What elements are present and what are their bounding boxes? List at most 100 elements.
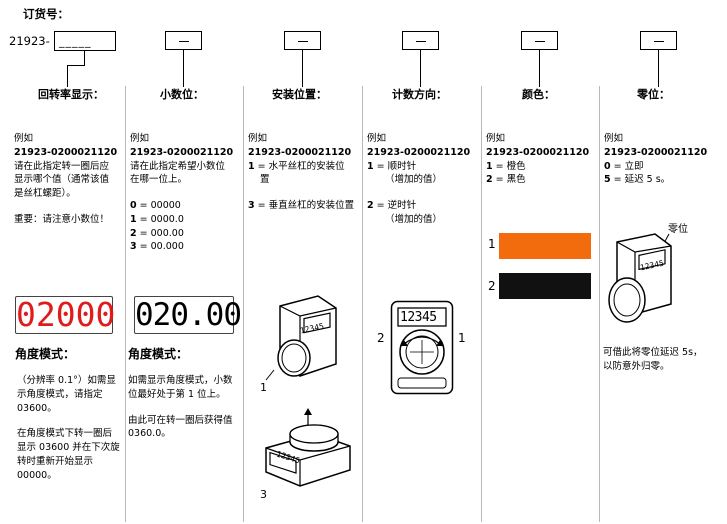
callout-direction-left: 2 <box>377 331 385 345</box>
connector-main <box>84 51 86 66</box>
option-item: 1 = 0000.0 <box>130 213 184 225</box>
option-item-cont: 置 <box>260 174 270 186</box>
description-line: （分辨率 0.1°）如需显 <box>17 375 116 386</box>
column-divider <box>599 86 600 522</box>
option-item-cont: （增加的值） <box>385 213 443 225</box>
zero-delay-text: 可借此将零位延迟 5s， 以防意外归零。 <box>603 346 703 374</box>
description-line: 位最好处于第 1 位上。 <box>128 388 226 400</box>
box-dash <box>534 41 545 43</box>
option-item: 2 = 逆时针 <box>367 200 417 212</box>
description-line: 如需显示角度模式，小数 <box>128 375 233 386</box>
description-line: 是丝杠螺距）。 <box>14 188 76 200</box>
option-item: 3 = 垂直丝杠的安装位置 <box>248 200 355 212</box>
description-line: 以防意外归零。 <box>603 360 670 372</box>
column-divider <box>125 86 126 522</box>
device-zero-illustration <box>608 233 672 323</box>
swatch-2-label: 2 <box>488 279 496 293</box>
description-line: 03600。 <box>17 402 57 414</box>
heading-direction: 计数方向： <box>392 88 447 101</box>
option-item: 5 = 延迟 5 s。 <box>604 174 671 186</box>
order-label: 订货号： <box>23 7 69 21</box>
description-line: 转时重新开始显示 <box>17 455 94 467</box>
description-line: 00000。 <box>17 469 57 481</box>
heading-mounting: 安装位置： <box>272 88 327 101</box>
swatch-orange <box>499 233 591 259</box>
heading-zero: 零位： <box>637 88 670 101</box>
example-code: 21923-0200021120 <box>367 146 471 158</box>
angle-mode-text: 如需显示角度模式，小数 位最好处于第 1 位上。 由此可在转一圈后获得值 036… <box>128 374 233 441</box>
order-number-placeholder: _____ <box>59 35 92 48</box>
option-item: 0 = 立即 <box>604 160 644 172</box>
description-line: 由此可在转一圈后获得值 <box>128 414 233 426</box>
callout-3: 3 <box>260 488 267 501</box>
device-direction-illustration <box>390 300 454 395</box>
important-note: 重要：请注意小数位！ <box>14 213 110 225</box>
description-line: 在哪一位上。 <box>130 174 188 186</box>
column-rotation-display: 例如 21923-0200021120 请在此指定转一圈后应 显示哪个值（通常该… <box>14 132 117 227</box>
example-code: 21923-0200021120 <box>486 146 590 158</box>
angle-mode-title: 角度模式： <box>15 347 76 361</box>
option-box-direction <box>402 31 439 50</box>
option-item: 1 = 顺时针 <box>367 160 417 172</box>
description-line: 请在此指定希望小数位 <box>130 160 226 172</box>
box-dash <box>415 41 426 43</box>
example-label: 例如 <box>248 133 268 144</box>
option-item: 2 = 000.00 <box>130 227 184 239</box>
example-label: 例如 <box>486 133 506 144</box>
option-item-cont: （增加的值） <box>385 174 443 186</box>
connector-down <box>67 65 69 87</box>
option-box-zero-stem <box>658 50 660 87</box>
callout-direction-right: 1 <box>458 331 466 345</box>
order-prefix: 21923- <box>9 34 50 48</box>
angle-mode-title: 角度模式： <box>128 347 189 361</box>
option-box-decimals <box>165 31 202 50</box>
callout-zero: 零位 <box>668 224 688 235</box>
swatch-1-label: 1 <box>488 237 496 251</box>
box-dash <box>653 41 664 43</box>
box-dash <box>178 41 189 43</box>
column-mounting: 例如 21923-0200021120 1 = 水平丝杠的安装位 置 3 = 垂… <box>248 132 354 213</box>
order-number-box: _____ <box>54 31 116 51</box>
heading-rotation-display: 回转率显示： <box>38 88 104 101</box>
example-label: 例如 <box>604 133 624 144</box>
example-code: 21923-0200021120 <box>248 146 352 158</box>
display-decimals-example: 020.00 <box>134 296 242 334</box>
display-value: 020.00 <box>135 297 242 333</box>
option-box-zero <box>640 31 677 50</box>
option-box-color-stem <box>539 50 541 87</box>
description-line: 请在此指定转一圈后应 <box>14 160 110 172</box>
example-label: 例如 <box>14 133 34 144</box>
example-label: 例如 <box>130 133 150 144</box>
connector-bar <box>67 65 85 67</box>
device-horizontal-illustration <box>265 295 337 381</box>
angle-mode-text: （分辨率 0.1°）如需显 示角度模式，请指定 03600。 在角度模式下转一圈… <box>17 374 120 482</box>
box-dash <box>297 41 308 43</box>
option-box-direction-stem <box>420 50 422 87</box>
option-item: 1 = 水平丝杠的安装位 <box>248 160 345 172</box>
example-label: 例如 <box>367 133 387 144</box>
option-box-color <box>521 31 558 50</box>
column-zero: 例如 21923-0200021120 0 = 立即 5 = 延迟 5 s。 <box>604 132 707 187</box>
device-direction-value: 12345 <box>400 310 437 325</box>
display-rotation-example: 02000 <box>15 295 116 334</box>
column-divider <box>362 86 363 522</box>
example-code: 21923-0200021120 <box>130 146 234 158</box>
description-line: 在角度模式下转一圈后 <box>17 428 113 440</box>
option-box-mounting <box>284 31 321 50</box>
example-code: 21923-0200021120 <box>14 146 118 158</box>
description-line: 0360.0。 <box>128 428 171 440</box>
description-line: 显示哪个值（通常该值 <box>14 174 110 186</box>
option-box-mounting-stem <box>302 50 304 87</box>
swatch-black <box>499 273 591 299</box>
column-decimals: 例如 21923-0200021120 请在此指定希望小数位 在哪一位上。 0 … <box>130 132 233 254</box>
description-line: 可借此将零位延迟 5s， <box>603 347 703 358</box>
option-item: 1 = 橙色 <box>486 160 526 172</box>
description-line: 显示 03600 并在下次旋 <box>17 442 120 454</box>
column-divider <box>481 86 482 522</box>
display-value: 02000 <box>16 295 116 334</box>
option-item: 0 = 00000 <box>130 200 181 212</box>
option-item: 3 = 00.000 <box>130 241 184 253</box>
heading-decimals: 小数位： <box>160 88 204 101</box>
column-divider <box>243 86 244 522</box>
example-code: 21923-0200021120 <box>604 146 708 158</box>
